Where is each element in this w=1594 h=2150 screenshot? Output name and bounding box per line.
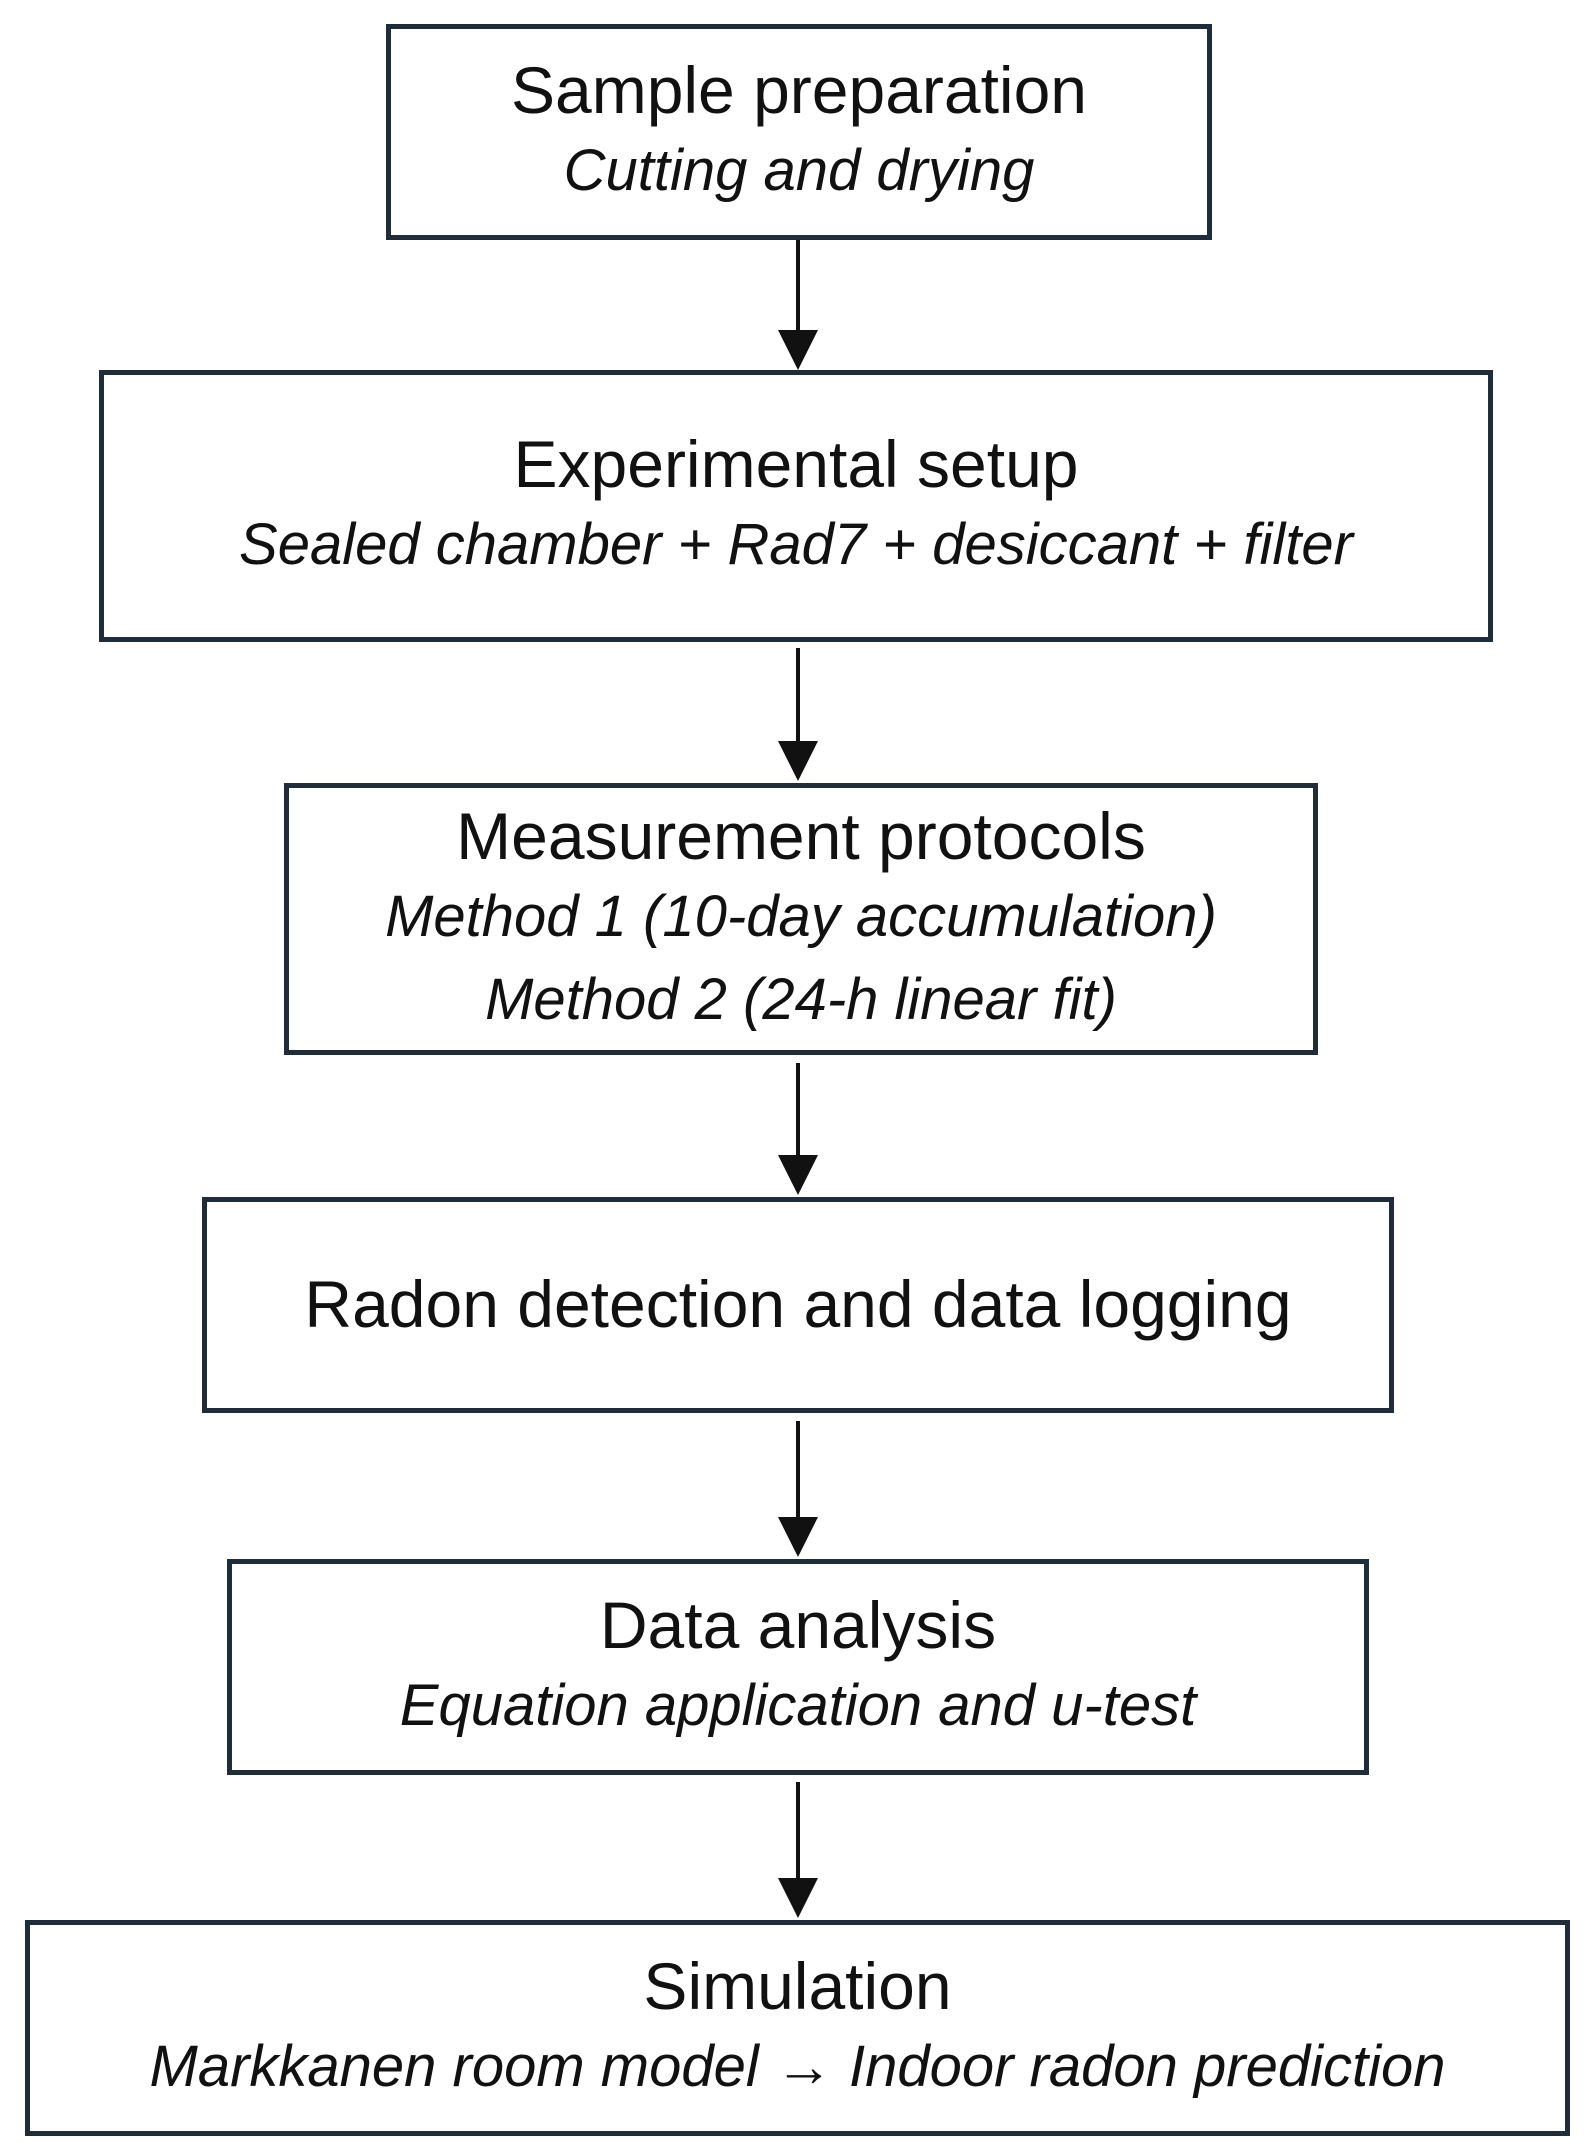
step-radon-detection: Radon detection and data logging bbox=[202, 1197, 1394, 1413]
step-data-analysis: Data analysis Equation application and u… bbox=[227, 1559, 1369, 1775]
step-simulation: Simulation Markkanen room model → Indoor… bbox=[25, 1920, 1570, 2136]
step-measurement-protocols: Measurement protocols Method 1 (10-day a… bbox=[284, 783, 1318, 1055]
step-title: Radon detection and data logging bbox=[304, 1267, 1292, 1342]
step-title: Measurement protocols bbox=[456, 799, 1146, 874]
step-sample-preparation: Sample preparation Cutting and drying bbox=[386, 24, 1212, 240]
step-title: Experimental setup bbox=[513, 427, 1079, 502]
step-description: Markkanen room model → Indoor radon pred… bbox=[149, 2033, 1446, 2099]
step-description-method-1: Method 1 (10-day accumulation) bbox=[385, 884, 1217, 950]
step-title: Sample preparation bbox=[510, 52, 1088, 127]
step-description: Sealed chamber + Rad7 + desiccant + filt… bbox=[239, 512, 1353, 578]
step-description: Equation application and u-test bbox=[399, 1672, 1197, 1738]
step-description-method-2: Method 2 (24-h linear fit) bbox=[485, 966, 1117, 1032]
step-experimental-setup: Experimental setup Sealed chamber + Rad7… bbox=[99, 370, 1493, 642]
step-title: Simulation bbox=[643, 1948, 952, 2023]
step-description: Cutting and drying bbox=[563, 137, 1035, 203]
step-title: Data analysis bbox=[599, 1587, 997, 1662]
